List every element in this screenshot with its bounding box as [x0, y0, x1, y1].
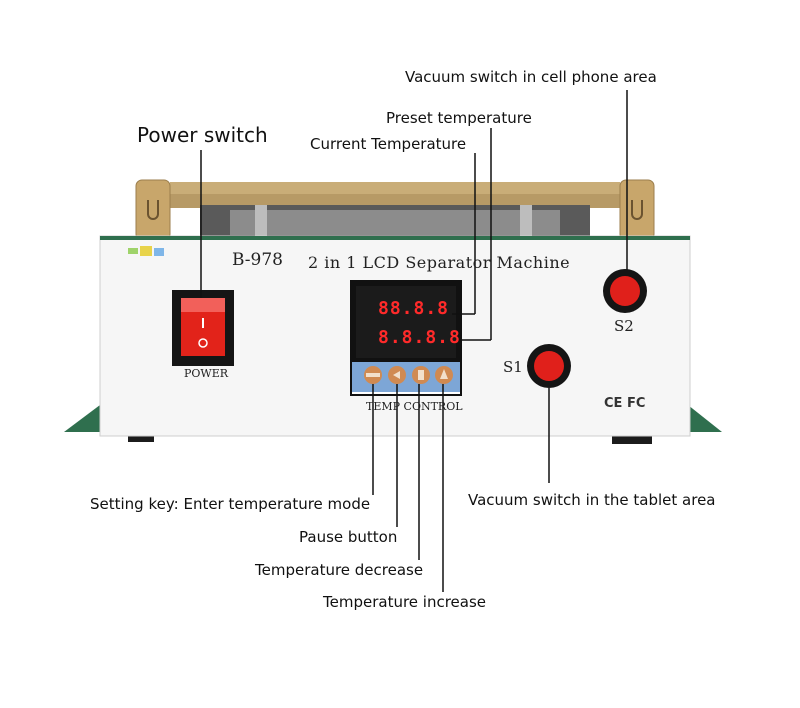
- callout-temp-decrease: Temperature decrease: [255, 561, 424, 579]
- left-bracket: [135, 179, 171, 241]
- temp-controller-graphic: [350, 280, 462, 396]
- heating-plate: [140, 182, 650, 240]
- leader-lines: [200, 90, 628, 592]
- s1-label: S1: [503, 358, 523, 376]
- s2-button-graphic: [603, 269, 647, 313]
- callout-vacuum-tablet: Vacuum switch in the tablet area: [468, 491, 716, 509]
- s1-button-graphic: [527, 344, 571, 388]
- callout-power-switch: Power switch: [137, 123, 268, 147]
- cert-marks: CE FC: [604, 396, 646, 411]
- callout-current-temp: Current Temperature: [310, 135, 467, 153]
- brand-logo: [128, 246, 164, 256]
- s2-label: S2: [614, 317, 634, 335]
- right-bracket: [619, 179, 655, 241]
- temp-control-label: TEMP CONTROL: [366, 400, 463, 413]
- callout-preset-temp: Preset temperature: [386, 109, 532, 127]
- power-label: POWER: [184, 367, 229, 380]
- model-number: B-978: [232, 250, 283, 270]
- display-lower: 8.8.8.8: [378, 327, 461, 348]
- power-switch-graphic: [172, 290, 234, 366]
- display-upper: 88.8.8: [378, 298, 450, 319]
- callout-temp-increase: Temperature increase: [323, 593, 487, 611]
- callout-pause-button: Pause button: [299, 528, 398, 546]
- callout-setting-key: Setting key: Enter temperature mode: [90, 495, 371, 513]
- callout-vacuum-phone: Vacuum switch in cell phone area: [405, 68, 657, 86]
- machine-title: 2 in 1 LCD Separator Machine: [308, 253, 571, 272]
